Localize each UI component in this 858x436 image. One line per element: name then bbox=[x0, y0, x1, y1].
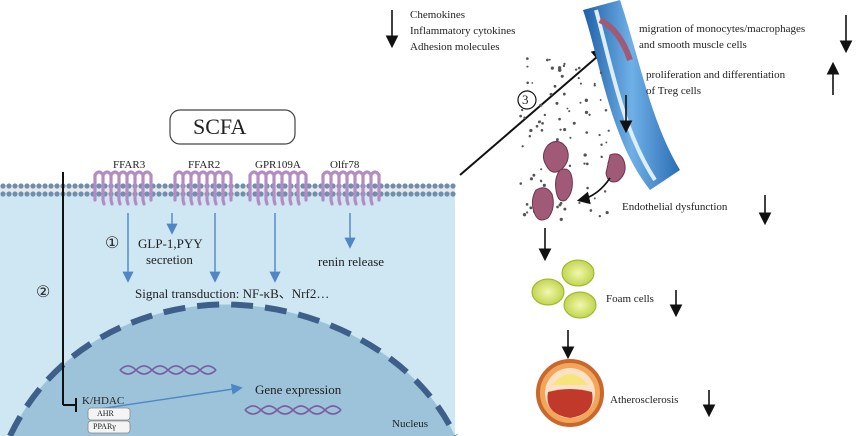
blood-vessel bbox=[583, 0, 680, 190]
receptor-ffar2-icon bbox=[173, 170, 233, 206]
receptor-gpr109a-label: GPR109A bbox=[255, 159, 301, 171]
nucleus bbox=[10, 304, 455, 436]
chemokines-label: Chemokines bbox=[410, 9, 465, 21]
atherosclerosis-icon bbox=[536, 359, 604, 427]
proliferation-label-2: of Treg cells bbox=[646, 85, 701, 97]
cell-membrane bbox=[0, 183, 456, 197]
nucleus-label: Nucleus bbox=[392, 418, 429, 430]
secretion-label: secretion bbox=[146, 252, 193, 267]
migration-label-2: and smooth muscle cells bbox=[639, 39, 747, 51]
adhesion-label: Adhesion molecules bbox=[410, 41, 500, 53]
flow-arrows bbox=[538, 15, 853, 418]
receptor-ffar2-label: FFAR2 bbox=[188, 159, 221, 171]
ahr-label: AHR bbox=[97, 409, 114, 418]
inhibition-line bbox=[62, 172, 77, 412]
khdac-label: K/HDAC bbox=[82, 395, 125, 407]
marker-one: ① bbox=[105, 235, 120, 252]
migration-label-1: migration of monocytes/macrophages bbox=[639, 23, 806, 35]
scfa-box bbox=[169, 109, 296, 145]
renin-label: renin release bbox=[318, 254, 385, 269]
scfa-label: SCFA bbox=[193, 114, 247, 139]
receptor-olfr78-icon bbox=[321, 170, 381, 206]
migrating-cells bbox=[531, 141, 626, 221]
ppar-label: PPARγ bbox=[93, 422, 116, 431]
atherosclerosis-label: Atherosclerosis bbox=[610, 394, 679, 406]
receptor-group bbox=[93, 170, 381, 206]
receptor-olfr78-label: Olfr78 bbox=[330, 159, 360, 171]
foam-cells-label: Foam cells bbox=[606, 293, 654, 305]
receptor-gpr109a-icon bbox=[248, 170, 308, 206]
marker-two: ② bbox=[36, 284, 51, 301]
foam-cells-icon bbox=[531, 259, 597, 319]
marker-three: 3 bbox=[522, 92, 529, 107]
link-arrow bbox=[459, 47, 609, 176]
signal-arrows bbox=[91, 213, 356, 411]
nuclear-envelope bbox=[7, 301, 458, 436]
glp-label: GLP-1,PYY bbox=[138, 236, 203, 251]
particles bbox=[519, 57, 611, 222]
receptor-ffar3-icon bbox=[93, 170, 153, 206]
gene-expression-label: Gene expression bbox=[255, 382, 342, 397]
cytokines-label: Inflammatory cytokines bbox=[410, 25, 516, 37]
ahr-box bbox=[87, 407, 131, 421]
signal-transduction-label: Signal transduction: NF-κB、Nrf2… bbox=[135, 286, 330, 301]
proliferation-label-1: proliferation and differentiation bbox=[646, 69, 786, 81]
dna-helix-icon bbox=[119, 365, 342, 415]
receptor-ffar3-label: FFAR3 bbox=[113, 159, 146, 171]
endothelial-label: Endothelial dysfunction bbox=[622, 201, 728, 213]
ppar-box bbox=[87, 420, 131, 434]
